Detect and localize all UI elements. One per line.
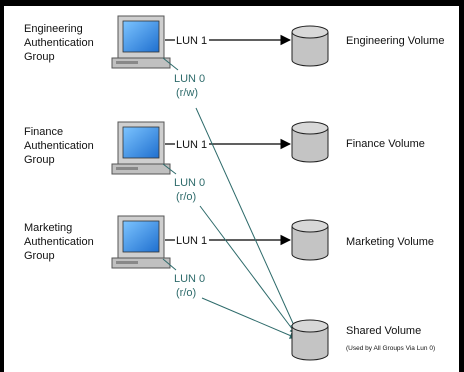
lun0-mode: (r/w) [176, 87, 198, 99]
lun0-connector [162, 258, 177, 271]
group-auth: Authentication [24, 37, 94, 49]
group-name: Marketing [24, 222, 72, 234]
volume-cylinder-icon [291, 319, 329, 361]
volume-label-shared: Shared Volume [346, 325, 421, 337]
computer-icon [111, 121, 171, 175]
volume-cylinder-icon [291, 121, 329, 163]
lun1-label: LUN 1 [176, 235, 207, 247]
lun0-label: LUN 0 [174, 73, 205, 85]
group-engineering-label: Engineering Authentication Group [24, 23, 94, 63]
group-suffix: Group [24, 154, 55, 166]
volume-label-engineering: Engineering Volume [346, 35, 444, 47]
group-auth: Authentication [24, 140, 94, 152]
computer-icon [111, 15, 171, 69]
shared-volume-note: (Used by All Groups Via Lun 0) [346, 345, 435, 352]
group-suffix: Group [24, 250, 55, 262]
lun0-connector [162, 57, 179, 71]
computer-icon [111, 215, 171, 269]
lun1-label: LUN 1 [176, 139, 207, 151]
lun0-mode: (r/o) [176, 287, 196, 299]
group-marketing-label: Marketing Authentication Group [24, 222, 94, 262]
group-suffix: Group [24, 51, 55, 63]
group-auth: Authentication [24, 236, 94, 248]
lun0-arrow-engineering [195, 107, 297, 331]
lun0-connector [162, 163, 177, 175]
volume-cylinder-icon [291, 25, 329, 67]
lun0-label: LUN 0 [174, 273, 205, 285]
lun0-arrow-marketing [201, 297, 297, 339]
lun0-label: LUN 0 [174, 177, 205, 189]
lun1-label: LUN 1 [176, 35, 207, 47]
lun0-arrow-finance [199, 205, 297, 335]
volume-cylinder-icon [291, 219, 329, 261]
lun0-mode: (r/o) [176, 191, 196, 203]
group-name: Engineering [24, 23, 83, 35]
group-name: Finance [24, 126, 63, 138]
group-finance-label: Finance Authentication Group [24, 126, 94, 166]
volume-label-finance: Finance Volume [346, 138, 425, 150]
volume-label-marketing: Marketing Volume [346, 236, 434, 248]
